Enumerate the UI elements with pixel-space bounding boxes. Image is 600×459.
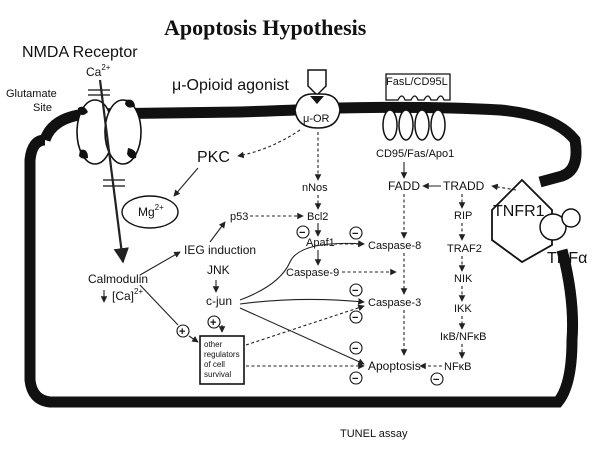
cjun-plus-sign: +: [210, 317, 216, 329]
nfkb-label: NFκB: [444, 361, 472, 373]
nfkb-minus-sign: −: [433, 374, 439, 386]
p53-label: p53: [230, 211, 248, 223]
rip-label: RIP: [454, 210, 472, 222]
ikk-label: IKK: [454, 303, 472, 315]
pkc-to-mg-arrow: [173, 167, 199, 197]
caspase9-minus-sign: −: [352, 285, 358, 297]
tunel-assay-label: TUNEL assay: [340, 428, 408, 440]
bcl2-minus: [296, 225, 310, 239]
glutamate-site-label-2: Site: [33, 102, 52, 114]
other-regulators-label-4: survival: [204, 370, 231, 379]
fadd-label: FADD: [388, 179, 420, 193]
bcl2-minus-sign: −: [299, 227, 305, 239]
ca-label: Ca2+: [86, 63, 111, 79]
tnf-alpha-label: TNFα: [547, 250, 587, 267]
jnk-label: JNK: [207, 263, 230, 277]
fasl-label: FasL/CD95L: [386, 76, 448, 88]
caspase3-minus-sign: −: [352, 312, 358, 324]
caspase8-minus: [349, 226, 363, 240]
cjun-label: c-jun: [206, 294, 232, 308]
intracellular-ca-label: [Ca]2+: [112, 287, 143, 303]
caspase8-label: Caspase-8: [368, 240, 421, 252]
apoptosis-minus-1-sign: −: [352, 343, 358, 355]
tnf-alpha-circle-2: [561, 208, 581, 228]
cjun-to-caspase8-arrow: [239, 240, 365, 301]
mu-opioid-agonist-shape: [294, 69, 341, 129]
cell-membrane-lower: [24, 134, 579, 408]
tnfr1-label: TNFR1: [493, 203, 545, 220]
tradd-label: TRADD: [443, 179, 485, 193]
caspase9-label: Caspase-9: [286, 267, 339, 279]
apoptosis-minus-2: [349, 371, 363, 385]
ikb-nfkb-label: IκB/NFκB: [440, 331, 486, 343]
other-regulators-box: [199, 335, 245, 385]
cd95-receptor-shape: [382, 109, 446, 141]
cjun-to-apoptosis-arrow: [239, 307, 365, 365]
other-regulators-label-1: other: [204, 340, 223, 349]
cjun-to-caspase3-arrow: [239, 298, 365, 305]
caspase3-minus: [349, 310, 363, 324]
glutamate-site-label-1: Glutamate: [6, 88, 57, 100]
mu-or-label: μ-OR: [303, 113, 330, 125]
tnfr1-shape: [491, 178, 553, 264]
nmda-receptor-shape: [76, 89, 142, 187]
cd95-label: CD95/Fas/Apo1: [376, 148, 454, 160]
nnos-label: nNos: [302, 182, 328, 194]
fasl-shape: [385, 73, 451, 101]
caspase8-minus-sign: −: [352, 228, 358, 240]
apaf1-label: Apaf1: [306, 237, 335, 249]
mg-label: Mg2+: [138, 203, 164, 219]
caspase3-label: Caspase-3: [368, 297, 421, 309]
mu-or-to-pkc-arrow: [237, 129, 301, 159]
diagram-title: Apoptosis Hypothesis: [164, 15, 367, 40]
calmodulin-label: Calmodulin: [88, 272, 148, 286]
nmda-receptor-label: NMDA Receptor: [22, 44, 138, 61]
ieg-induction-label: IEG induction: [184, 243, 256, 257]
calmodulin-to-other-arrow: [188, 335, 199, 343]
bcl2-label: Bcl2: [307, 211, 328, 223]
ca-influx-arrow: [98, 79, 129, 264]
other-regulators-label-2: regulators: [204, 350, 240, 359]
cjun-plus: [207, 315, 221, 329]
calmodulin-to-plus-line: [139, 284, 179, 326]
tnfr1-to-tradd-arrow: [491, 183, 517, 191]
nik-label: NIK: [454, 273, 473, 285]
apoptosis-label: Apoptosis: [368, 359, 421, 373]
traf2-label: TRAF2: [447, 243, 482, 255]
calmodulin-plus-sign: +: [179, 326, 185, 338]
other-regulators-label-3: of cell: [204, 360, 225, 369]
caspase9-minus: [349, 283, 363, 297]
calmodulin-plus: [176, 324, 190, 338]
pkc-label: PKC: [197, 149, 230, 166]
apoptosis-minus-1: [349, 341, 363, 355]
calmodulin-to-ieg-arrow: [139, 251, 181, 276]
nfkb-minus: [430, 372, 444, 386]
mu-opioid-agonist-label: μ-Opioid agonist: [172, 77, 289, 94]
ieg-to-p53-arrow: [209, 221, 226, 243]
tnf-alpha-circle: [539, 213, 567, 241]
mg-oval: [121, 195, 179, 229]
apoptosis-minus-2-sign: −: [352, 373, 358, 385]
other-to-caspase3-arrow: [245, 304, 365, 346]
